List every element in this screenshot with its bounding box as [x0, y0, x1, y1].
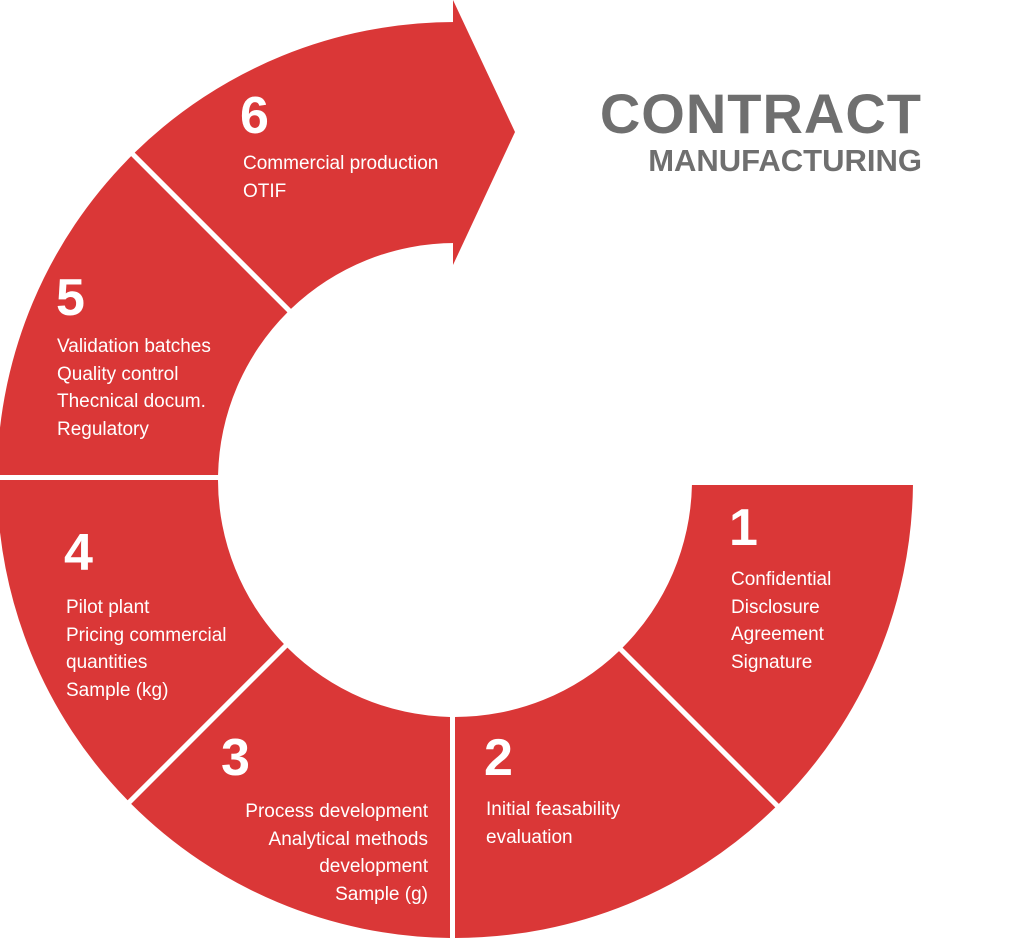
step-5-line: Regulatory [57, 418, 149, 440]
step-6-text: Commercial production OTIF [243, 150, 438, 205]
step-3-line: Analytical methods [268, 828, 428, 850]
step-5-line: Thecnical docum. [57, 391, 206, 412]
step-5-line: Quality control [57, 363, 179, 385]
step-4-line: Pricing commercial [66, 624, 227, 646]
step-6-line: Commercial production [243, 153, 439, 174]
step-1-line: Disclosure [731, 596, 820, 618]
step-2-segment [455, 651, 776, 938]
step-2-text: Initial feasability evaluation [486, 796, 620, 851]
step-1-text: Confidential Disclosure Agreement Signat… [731, 566, 831, 676]
step-3-line: Process development [245, 801, 428, 822]
step-6-number: 6 [240, 87, 269, 145]
step-2-line: evaluation [486, 826, 573, 848]
step-1-line: Confidential [731, 569, 832, 590]
step-4-line: quantities [66, 652, 148, 673]
step-6-line: OTIF [243, 180, 287, 202]
step-1-number: 1 [729, 499, 758, 557]
step-3-text: Process development Analytical methods d… [245, 798, 428, 908]
step-5-segment [0, 156, 288, 475]
step-3-line: Sample (g) [335, 883, 428, 905]
step-5-text: Validation batches Quality control Thecn… [57, 333, 211, 443]
step-5-line: Validation batches [57, 336, 211, 357]
diagram-title: CONTRACT MANUFACTURING [600, 84, 922, 178]
step-1-line: Signature [731, 651, 813, 673]
step-1-segment [622, 485, 913, 804]
step-3-number: 3 [221, 729, 250, 787]
step-4-text: Pilot plant Pricing commercial quantitie… [66, 594, 226, 704]
step-4-segment [0, 480, 284, 801]
step-1-line: Agreement [731, 624, 824, 645]
step-2-number: 2 [484, 729, 513, 787]
title-line-2: MANUFACTURING [648, 143, 922, 178]
step-6-segment [134, 21, 455, 309]
step-6-arrow-head [453, 0, 515, 265]
step-4-line: Sample (kg) [66, 679, 169, 701]
title-line-1: CONTRACT [599, 82, 922, 145]
step-2-line: Initial feasability [486, 799, 621, 820]
step-3-line: development [319, 856, 428, 877]
step-5-number: 5 [56, 269, 85, 327]
step-4-line: Pilot plant [66, 597, 150, 618]
step-4-number: 4 [64, 524, 93, 582]
step-3-segment [131, 647, 451, 938]
